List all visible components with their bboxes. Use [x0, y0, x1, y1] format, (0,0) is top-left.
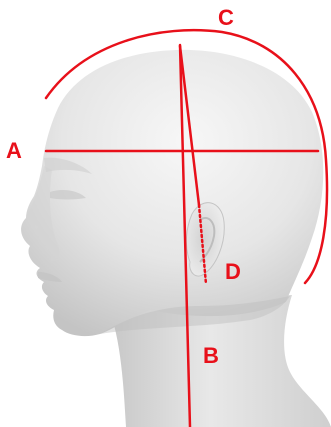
label-a: A [6, 140, 22, 162]
mannequin-head [21, 50, 331, 427]
label-c: C [218, 7, 234, 29]
label-d: D [225, 261, 241, 283]
label-b: B [203, 345, 219, 367]
